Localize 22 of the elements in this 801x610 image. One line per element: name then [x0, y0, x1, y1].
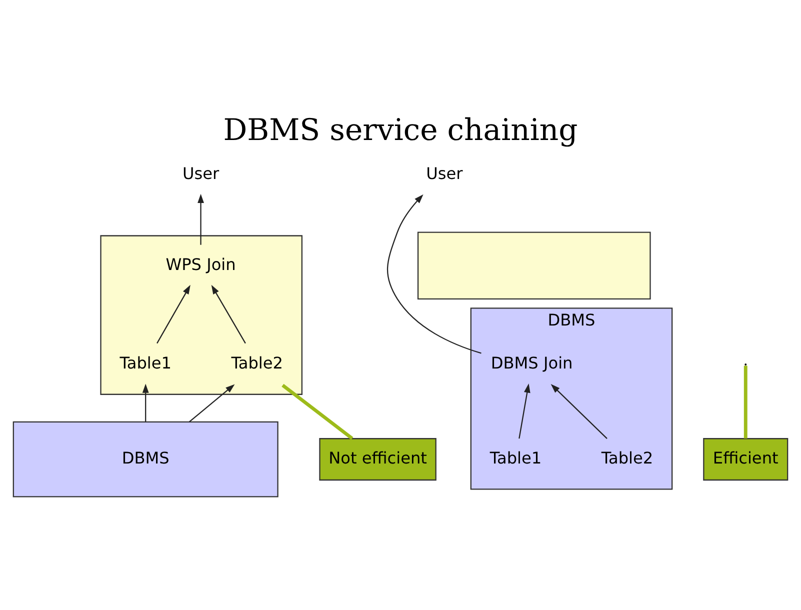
node-text: DBMS Join [490, 354, 573, 373]
node-text: Table2 [601, 448, 654, 468]
node-text: User [182, 164, 220, 184]
arrow [198, 194, 204, 245]
node-text: Table1 [120, 354, 172, 373]
node-text: Table2 [231, 354, 284, 373]
node-text: WPS Join [166, 254, 236, 274]
node-box: DBMS [12, 421, 278, 498]
connector [744, 366, 748, 439]
node-text: User [426, 164, 463, 184]
diagram-title: DBMS service chaining [223, 113, 578, 148]
arrow [211, 284, 246, 344]
arrow [188, 384, 235, 422]
arrow [156, 284, 190, 344]
arrow [550, 384, 608, 439]
node-box: Efficient [703, 438, 788, 481]
arrow [142, 384, 149, 422]
node-box: Not efficient [319, 438, 436, 481]
node-box [417, 232, 651, 300]
arrow [518, 384, 530, 439]
node-text: Table1 [490, 448, 542, 468]
connector [282, 384, 354, 440]
